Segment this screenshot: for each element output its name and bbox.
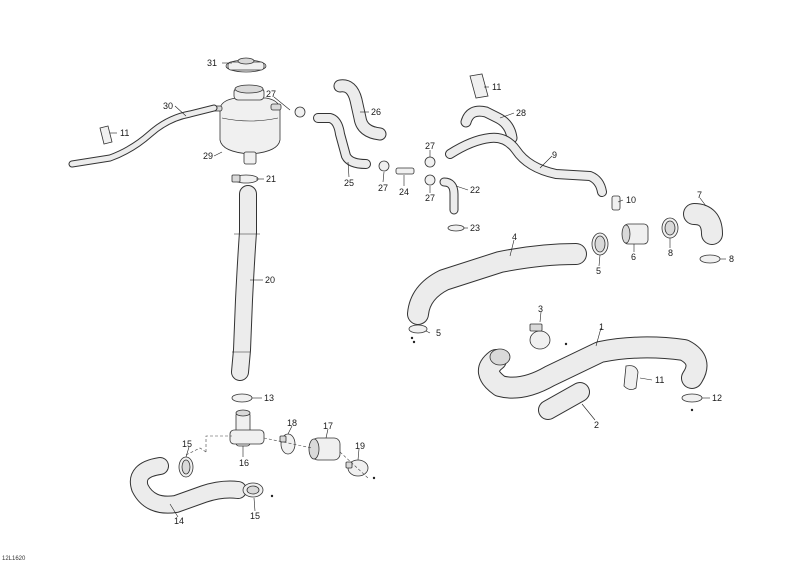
- fitting-10: [611, 195, 621, 211]
- clamp-27b: [378, 160, 390, 172]
- vertical-hose: [231, 185, 260, 381]
- clamp-15b: [242, 482, 264, 498]
- clamp-13: [231, 393, 253, 403]
- callout-18: 18: [287, 418, 297, 428]
- end-markers: [270, 336, 694, 498]
- fitting-6: [621, 223, 649, 245]
- clamp-15a: [178, 456, 194, 478]
- callout-5b: 5: [436, 328, 441, 338]
- adapter-hose: [308, 437, 341, 461]
- assembly-line-15: [185, 447, 207, 456]
- callout-4: 4: [512, 232, 517, 242]
- callout-13: 13: [264, 393, 274, 403]
- sleeve-2: [538, 382, 590, 420]
- callout-6: 6: [631, 252, 636, 262]
- callout-10: 10: [626, 195, 636, 205]
- clamp-3: [529, 323, 551, 350]
- clamp-8a: [661, 217, 679, 239]
- assembly-line-14: [205, 435, 232, 452]
- drawing-id: 12L1620: [2, 556, 26, 562]
- elbow-22: [439, 177, 459, 215]
- t-fitting: [229, 409, 265, 447]
- clamp-19: [345, 459, 369, 477]
- clip-11b: [469, 73, 489, 99]
- lower-hose: [130, 457, 247, 514]
- callout-27a: 27: [266, 89, 276, 99]
- clamp-27a: [294, 106, 306, 118]
- clip-11c: [623, 365, 639, 390]
- callout-17: 17: [323, 421, 333, 431]
- clamp-12: [681, 393, 703, 403]
- clamp-5a: [591, 232, 609, 256]
- callout-11a: 11: [120, 128, 129, 138]
- callout-28: 28: [516, 108, 526, 118]
- callout-12: 12: [712, 393, 722, 403]
- callout-5a: 5: [596, 266, 601, 276]
- callout-11c: 11: [655, 375, 664, 385]
- callout-24: 24: [399, 187, 409, 197]
- reservoir-cap: [225, 57, 267, 73]
- assembly-line-17: [263, 437, 369, 479]
- callout-2: 2: [594, 420, 599, 430]
- callout-14: 14: [174, 516, 184, 526]
- callout-22: 22: [470, 185, 480, 195]
- callout-30: 30: [163, 101, 173, 111]
- clamp-18: [279, 433, 296, 455]
- callout-16: 16: [239, 458, 249, 468]
- callout-25: 25: [344, 178, 354, 188]
- callout-8a: 8: [668, 248, 673, 258]
- callout-20: 20: [265, 275, 275, 285]
- callout-15b: 15: [250, 511, 260, 521]
- callout-1: 1: [599, 322, 604, 332]
- leader-lines: [110, 62, 726, 518]
- hose-4: [407, 243, 587, 325]
- callout-3: 3: [538, 304, 543, 314]
- callout-23: 23: [470, 223, 480, 233]
- overflow-hose: [68, 104, 218, 168]
- clip-11a: [99, 125, 113, 145]
- elbow-7: [683, 203, 723, 245]
- clamp-8b: [699, 254, 721, 264]
- clamp-27d: [424, 174, 436, 186]
- callout-7: 7: [697, 190, 702, 200]
- callout-8b: 8: [729, 254, 734, 264]
- connector-24: [395, 167, 415, 175]
- hose-26: [333, 79, 387, 141]
- callout-29: 29: [203, 151, 213, 161]
- callout-27d: 27: [425, 193, 435, 203]
- clamp-23: [447, 224, 465, 232]
- callout-9: 9: [552, 150, 557, 160]
- callout-31: 31: [207, 58, 217, 68]
- callout-19: 19: [355, 441, 365, 451]
- callout-27c: 27: [425, 141, 435, 151]
- hose-28: [460, 105, 518, 144]
- callout-labels: 1 2 3 4 5 5 6 7 8 8 9 10 11 11 11 12 13 …: [120, 58, 734, 526]
- callout-21: 21: [266, 174, 276, 184]
- hose-25: [313, 113, 371, 169]
- callout-26: 26: [371, 107, 381, 117]
- callout-11b: 11: [492, 82, 501, 92]
- callout-15a: 15: [182, 439, 192, 449]
- clamp-27c: [424, 156, 436, 168]
- callout-27b: 27: [378, 183, 388, 193]
- hose-9: [445, 132, 607, 197]
- clamp-5b: [408, 324, 428, 334]
- hose-1: [478, 336, 708, 399]
- clamp-21: [231, 174, 259, 184]
